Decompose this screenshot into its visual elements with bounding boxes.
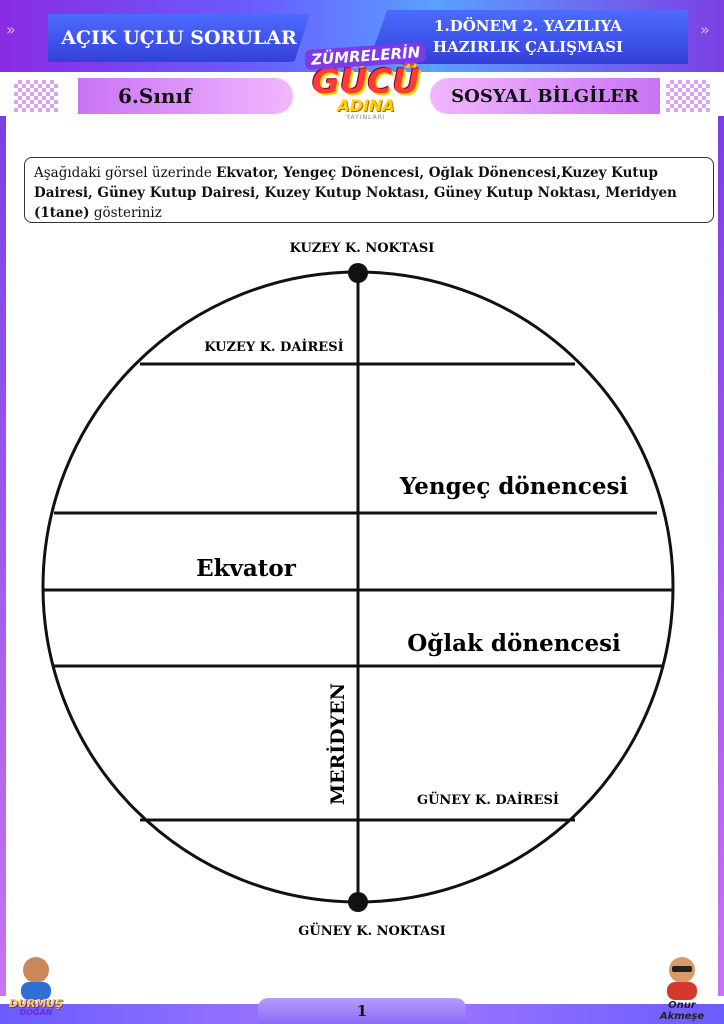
open-ended-questions-title: AÇIK UÇLU SORULAR [61, 27, 297, 49]
person-icon [667, 957, 697, 1000]
question-box: Aşağıdaki görsel üzerinde Ekvator, Yenge… [24, 157, 714, 223]
page-number-tab: 1 [258, 998, 466, 1024]
publisher-logo: ZÜMRELERİN GÜCÜ ADINA YAYINLARI [296, 41, 436, 122]
person-icon [21, 957, 51, 1000]
meridian-label: MERİDYEN [326, 683, 349, 805]
left-author-avatar: DURMUŞ DOĞAN [4, 952, 68, 1017]
tropic-cancer-label: Yengeç dönencesi [399, 473, 629, 500]
logo-tiny-text: YAYINLARI [346, 114, 386, 121]
arctic-circle-label: KUZEY K. DAİRESİ [204, 339, 343, 355]
grade-label: 6.Sınıf [118, 84, 192, 108]
globe-diagram: KUZEY K. NOKTASI GÜNEY K. NOKTASI KUZEY … [41, 241, 675, 939]
logo-bottom-text: ADINA [337, 96, 395, 115]
chevron-right-icon: » [700, 20, 710, 39]
left-author-surname: DOĞAN [19, 1008, 53, 1017]
left-author-name: DURMUŞ [8, 997, 64, 1010]
question-outro: gösteriniz [89, 205, 162, 221]
logo-middle-text: GÜCÜ [311, 62, 421, 102]
header-title-left: AÇIK UÇLU SORULAR [48, 14, 310, 62]
exam-period-line1: 1.DÖNEM 2. YAZILIYA [434, 17, 622, 35]
equator-label: Ekvator [196, 555, 297, 582]
pixel-decoration [666, 80, 710, 112]
antarctic-circle-label: GÜNEY K. DAİRESİ [417, 791, 559, 808]
tropic-capricorn-label: Oğlak dönencesi [407, 630, 621, 657]
subject-label: SOSYAL BİLGİLER [451, 85, 639, 107]
pixel-decoration [14, 80, 58, 112]
north-pole-label: KUZEY K. NOKTASI [290, 241, 435, 256]
question-intro: Aşağıdaki görsel üzerinde [34, 165, 217, 181]
subject-band: SOSYAL BİLGİLER [430, 78, 660, 114]
grade-band: 6.Sınıf [78, 78, 293, 114]
south-pole-label: GÜNEY K. NOKTASI [298, 922, 445, 939]
page-number: 1 [356, 1002, 368, 1020]
chevron-right-icon: » [6, 20, 16, 39]
south-pole-dot [348, 892, 368, 912]
right-author-avatar: Onur Akmeşe [650, 952, 714, 1022]
question-terms: Ekvator, Yengeç Dönencesi, Oğlak Dönence… [34, 165, 677, 221]
right-border-rule [718, 116, 724, 996]
exam-period-line2: HAZIRLIK ÇALIŞMASI [432, 38, 624, 56]
left-border-rule [0, 116, 6, 996]
north-pole-dot [348, 263, 368, 283]
right-author-name: Onur Akmeşe [659, 1000, 705, 1022]
